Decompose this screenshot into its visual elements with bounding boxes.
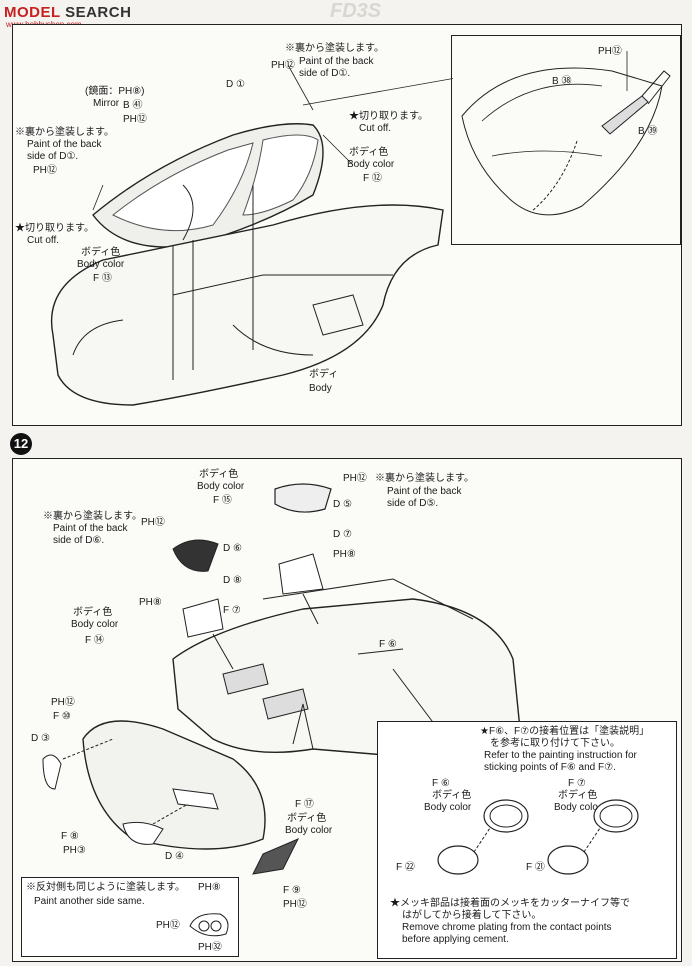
note-f6-body-jp: ボディ色	[432, 790, 472, 801]
bottom-note-ph12: PH⑫	[156, 920, 180, 931]
step-11-panel: PH⑫ B ㊳ B ㊴ ※裏から塗装します。 Paint of the back…	[12, 24, 682, 426]
inset-b39: B ㊴	[638, 126, 658, 137]
note-line2-jp: を参考に取り付けて下さい。	[490, 738, 620, 749]
d4-label: D ④	[165, 851, 184, 862]
ph3-label: PH③	[63, 845, 86, 856]
left-paint-jp: ※裏から塗装します。	[15, 127, 114, 138]
chrome-jp1: ★メッキ部品は接着面のメッキをカッターナイフ等で	[390, 898, 630, 909]
ph12-f10: PH⑫	[51, 697, 75, 708]
cut-en: Cut off.	[359, 123, 392, 134]
f9-label: F ⑨	[283, 885, 301, 896]
inset-roof-drawing	[461, 51, 671, 216]
body-jp: ボディ	[309, 369, 339, 380]
left-cut-en: Cut off.	[27, 235, 60, 246]
paint-d5-en2: side of D⑤.	[387, 498, 439, 509]
ph12-top: PH⑫	[343, 473, 367, 484]
mirror-jp: (鏡面：PH⑧)	[85, 86, 145, 97]
ph12-left: PH⑫	[141, 517, 165, 528]
note-line4-en: sticking points of F⑥ and F⑦.	[484, 762, 616, 773]
chrome-en2: before applying cement.	[402, 934, 509, 945]
f10-label: F ⑩	[53, 711, 71, 722]
paint-d5-en1: Paint of the back	[387, 486, 462, 497]
f17-body-en: Body color	[285, 825, 333, 836]
bottom-note-box: ※反対側も同じように塗装します。 PH⑧ Paint another side …	[21, 877, 239, 957]
note-f7: F ⑦	[568, 778, 586, 789]
bottom-note-ph32: PH㉜	[198, 942, 222, 953]
f17-label: F ⑰	[295, 799, 314, 810]
paint-back-d1-jp: ※裏から塗装します。	[285, 43, 384, 54]
ph8-left: PH⑧	[139, 597, 162, 608]
note-f6: F ⑥	[432, 778, 450, 789]
f14-body-jp: ボディ色	[73, 607, 113, 618]
chrome-en1: Remove chrome plating from the contact p…	[402, 922, 612, 933]
f15-body-jp: ボディ色	[199, 469, 239, 480]
model-title: FD3S	[330, 0, 382, 22]
left-cut-jp: ★切り取ります。	[15, 223, 94, 234]
ph8-right: PH⑧	[333, 549, 356, 560]
paint-d6-en2: side of D⑥.	[53, 535, 105, 546]
f14-body-en: Body color	[71, 619, 119, 630]
f12-label: F ⑫	[363, 173, 382, 184]
f17-body-jp: ボディ色	[287, 813, 327, 824]
f14-label: F ⑭	[85, 635, 104, 646]
bottom-note-jp: ※反対側も同じように塗装します。	[26, 882, 185, 893]
d3-label: D ③	[31, 733, 50, 744]
bottom-note-ph8: PH⑧	[198, 882, 221, 893]
note-line1-jp: ★F⑥、F⑦の接着位置は「塗装説明」	[480, 726, 650, 737]
headlight-drawing	[189, 913, 229, 937]
step-12-number: 12	[10, 433, 32, 455]
logo-suffix: SEARCH	[65, 4, 132, 21]
inset-ph12: PH⑫	[598, 46, 622, 57]
f7-label: F ⑦	[223, 605, 241, 616]
bottom-note-en: Paint another side same.	[34, 896, 145, 907]
f8-label: F ⑧	[61, 831, 79, 842]
note-line3-en: Refer to the painting instruction for	[484, 750, 637, 761]
body-en: Body	[309, 383, 332, 394]
f15-body-en: Body color	[197, 481, 245, 492]
inset-b38: B ㊳	[552, 76, 572, 87]
logo-prefix: MODEL	[4, 4, 61, 21]
lens-drawing	[437, 799, 639, 875]
body-color-en: Body color	[347, 159, 395, 170]
body-canopy-drawing	[50, 64, 453, 406]
note-f22: F ㉒	[396, 862, 415, 873]
paint-d6-en1: Paint of the back	[53, 523, 128, 534]
f13-body-jp: ボディ色	[81, 247, 121, 258]
inset-box: PH⑫ B ㊳ B ㊴	[451, 35, 681, 245]
d6-label: D ⑥	[223, 543, 242, 554]
note-f6-body-en: Body color	[424, 802, 472, 813]
d1-label: D ①	[226, 79, 245, 90]
paint-back-d1-en1: Paint of the back	[299, 56, 374, 67]
f15-label: F ⑮	[213, 495, 232, 506]
ph12-label: PH⑫	[271, 60, 295, 71]
note-f21: F ㉑	[526, 862, 545, 873]
b41-ph12: PH⑫	[123, 114, 147, 125]
left-ph12: PH⑫	[33, 165, 57, 176]
b41-label: B ㊶	[123, 100, 143, 111]
left-paint-en2: side of D①.	[27, 151, 79, 162]
note-box: ★F⑥、F⑦の接着位置は「塗装説明」 を参考に取り付けて下さい。 Refer t…	[377, 721, 677, 959]
note-f7-body-jp: ボディ色	[558, 790, 598, 801]
note-f7-body-en: Body colo	[554, 802, 598, 813]
paint-d5-jp: ※裏から塗装します。	[375, 473, 474, 484]
body-color-jp: ボディ色	[349, 147, 389, 158]
d5-label: D ⑤	[333, 499, 352, 510]
paint-back-d1-en2: side of D①.	[299, 68, 351, 79]
mirror-en: Mirror	[93, 98, 120, 109]
step-12-panel: PH⑫ ボディ色 Body color F ⑮ ※裏から塗装します。 Paint…	[12, 458, 682, 962]
ph12-f9: PH⑫	[283, 899, 307, 910]
f13-label: F ⑬	[93, 273, 112, 284]
f6-label: F ⑥	[379, 639, 397, 650]
chrome-jp2: はがしてから接着して下さい。	[402, 910, 542, 921]
watermark-logo: MODEL SEARCH	[4, 4, 131, 21]
d7-label: D ⑦	[333, 529, 352, 540]
paint-d6-jp: ※裏から塗装します。	[43, 511, 142, 522]
d8-label: D ⑧	[223, 575, 242, 586]
f13-body-en: Body color	[77, 259, 125, 270]
cut-jp: ★切り取ります。	[349, 111, 428, 122]
left-paint-en1: Paint of the back	[27, 139, 102, 150]
